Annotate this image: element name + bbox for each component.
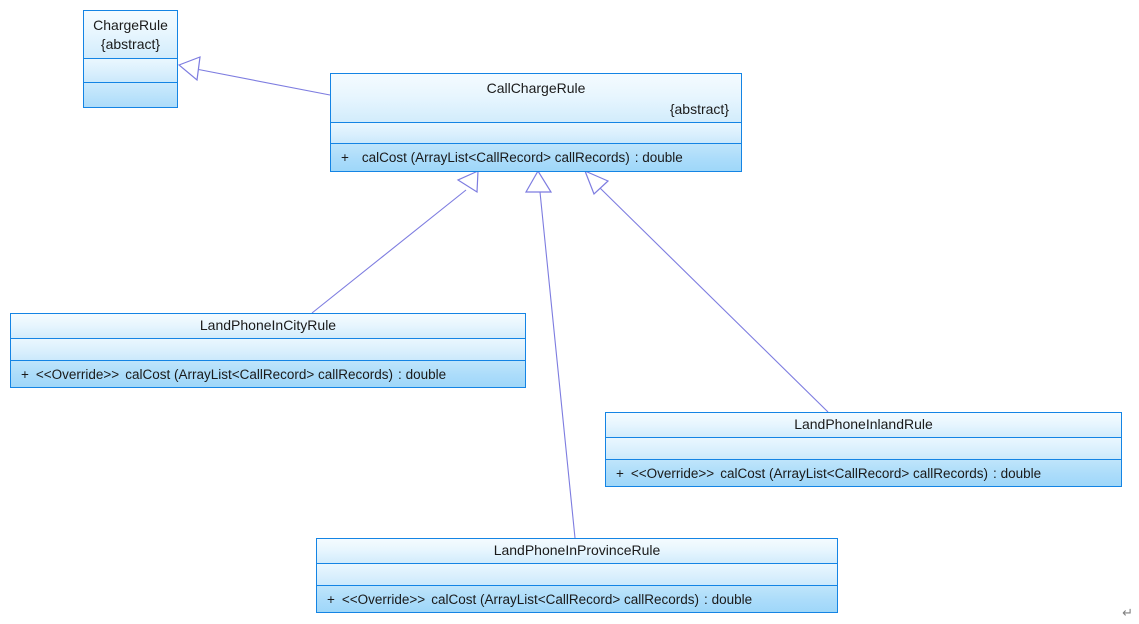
operation-stereotype: <<Override>> xyxy=(35,367,120,382)
attributes-compartment-landphoneincityrule xyxy=(11,339,525,361)
operation-signature: calCost (ArrayList<CallRecord> callRecor… xyxy=(431,592,700,607)
attributes-compartment-landphoneinprovincerule xyxy=(317,564,837,586)
class-name-landphoneinlandrule: LandPhoneInlandRule xyxy=(794,416,933,432)
class-box-landphoneinlandrule[interactable]: LandPhoneInlandRule + <<Override>> calCost… xyxy=(605,412,1122,487)
return-mark-icon: ↵ xyxy=(1122,606,1133,621)
operation-visibility: + xyxy=(616,466,624,481)
class-header-chargerule: ChargeRule {abstract} xyxy=(84,11,177,59)
class-header-callchargerule: CallChargeRule {abstract} xyxy=(331,74,741,123)
attributes-compartment-chargerule xyxy=(84,59,177,83)
operation-separator: : xyxy=(993,466,997,481)
class-header-landphoneincityrule: LandPhoneInCityRule xyxy=(11,314,525,339)
attributes-compartment-callchargerule xyxy=(331,123,741,144)
operation-separator: : xyxy=(704,592,708,607)
operation-signature: calCost (ArrayList<CallRecord> callRecor… xyxy=(125,367,394,382)
class-abstract-marker-callchargerule: {abstract} xyxy=(669,101,729,117)
operation-signature: calCost (ArrayList<CallRecord> callRecor… xyxy=(361,150,630,165)
operation-row: + calCost (ArrayList<CallRecord> callReco… xyxy=(331,144,741,166)
operation-row: + <<Override>> calCost (ArrayList<CallReco… xyxy=(11,361,525,383)
operation-separator: : xyxy=(398,367,402,382)
operation-return-type: double xyxy=(711,592,753,607)
class-box-landphoneincityrule[interactable]: LandPhoneInCityRule + <<Override>> calCost… xyxy=(10,313,526,388)
generalization-callchargerule-to-chargerule[interactable] xyxy=(177,56,331,96)
class-box-chargerule[interactable]: ChargeRule {abstract} xyxy=(83,10,178,108)
edge-line xyxy=(539,191,576,539)
operation-separator: : xyxy=(634,150,639,165)
operation-return-type: double xyxy=(642,150,683,165)
class-name-chargerule: ChargeRule xyxy=(93,17,168,33)
operation-return-type: double xyxy=(1000,466,1042,481)
operation-signature: calCost (ArrayList<CallRecord> callRecor… xyxy=(720,466,989,481)
operations-compartment-landphoneinlandrule: + <<Override>> calCost (ArrayList<CallReco… xyxy=(606,460,1121,486)
class-box-landphoneinprovincerule[interactable]: LandPhoneInProvinceRule + <<Override>> cal… xyxy=(316,538,838,613)
class-name-landphoneincityrule: LandPhoneInCityRule xyxy=(199,317,337,333)
generalization-arrowhead xyxy=(177,56,201,82)
generalization-inland-to-callchargerule[interactable] xyxy=(583,169,829,413)
operations-compartment-chargerule xyxy=(84,83,177,107)
class-abstract-marker-chargerule: {abstract} xyxy=(100,36,161,52)
operation-stereotype: <<Override>> xyxy=(630,466,715,481)
class-header-landphoneinlandrule: LandPhoneInlandRule xyxy=(606,413,1121,438)
generalization-arrowhead xyxy=(456,170,479,194)
class-name-landphoneinprovincerule: LandPhoneInProvinceRule xyxy=(493,542,661,558)
operations-compartment-landphoneinprovincerule: + <<Override>> calCost (ArrayList<CallReco… xyxy=(317,586,837,612)
operation-row: + <<Override>> calCost (ArrayList<CallReco… xyxy=(606,460,1121,482)
generalization-arrowhead xyxy=(583,169,610,196)
operation-row: + <<Override>> calCost (ArrayList<CallReco… xyxy=(317,586,837,608)
edge-line xyxy=(311,189,467,314)
generalization-inprovince-to-callchargerule[interactable] xyxy=(524,169,576,539)
operation-visibility: + xyxy=(21,367,29,382)
class-box-callchargerule[interactable]: CallChargeRule {abstract} + calCost (Arra… xyxy=(330,73,742,172)
operation-visibility: + xyxy=(341,150,349,165)
class-header-landphoneinprovincerule: LandPhoneInProvinceRule xyxy=(317,539,837,564)
generalization-incity-to-callchargerule[interactable] xyxy=(311,170,479,314)
edge-line xyxy=(599,187,829,413)
class-name-callchargerule: CallChargeRule xyxy=(486,80,586,96)
attributes-compartment-landphoneinlandrule xyxy=(606,438,1121,460)
edge-line xyxy=(195,68,331,96)
operations-compartment-landphoneincityrule: + <<Override>> calCost (ArrayList<CallReco… xyxy=(11,361,525,387)
operation-stereotype: <<Override>> xyxy=(341,592,426,607)
operations-compartment-callchargerule: + calCost (ArrayList<CallRecord> callReco… xyxy=(331,144,741,171)
operation-return-type: double xyxy=(405,367,447,382)
operation-visibility: + xyxy=(327,592,335,607)
generalization-arrowhead xyxy=(524,169,553,193)
